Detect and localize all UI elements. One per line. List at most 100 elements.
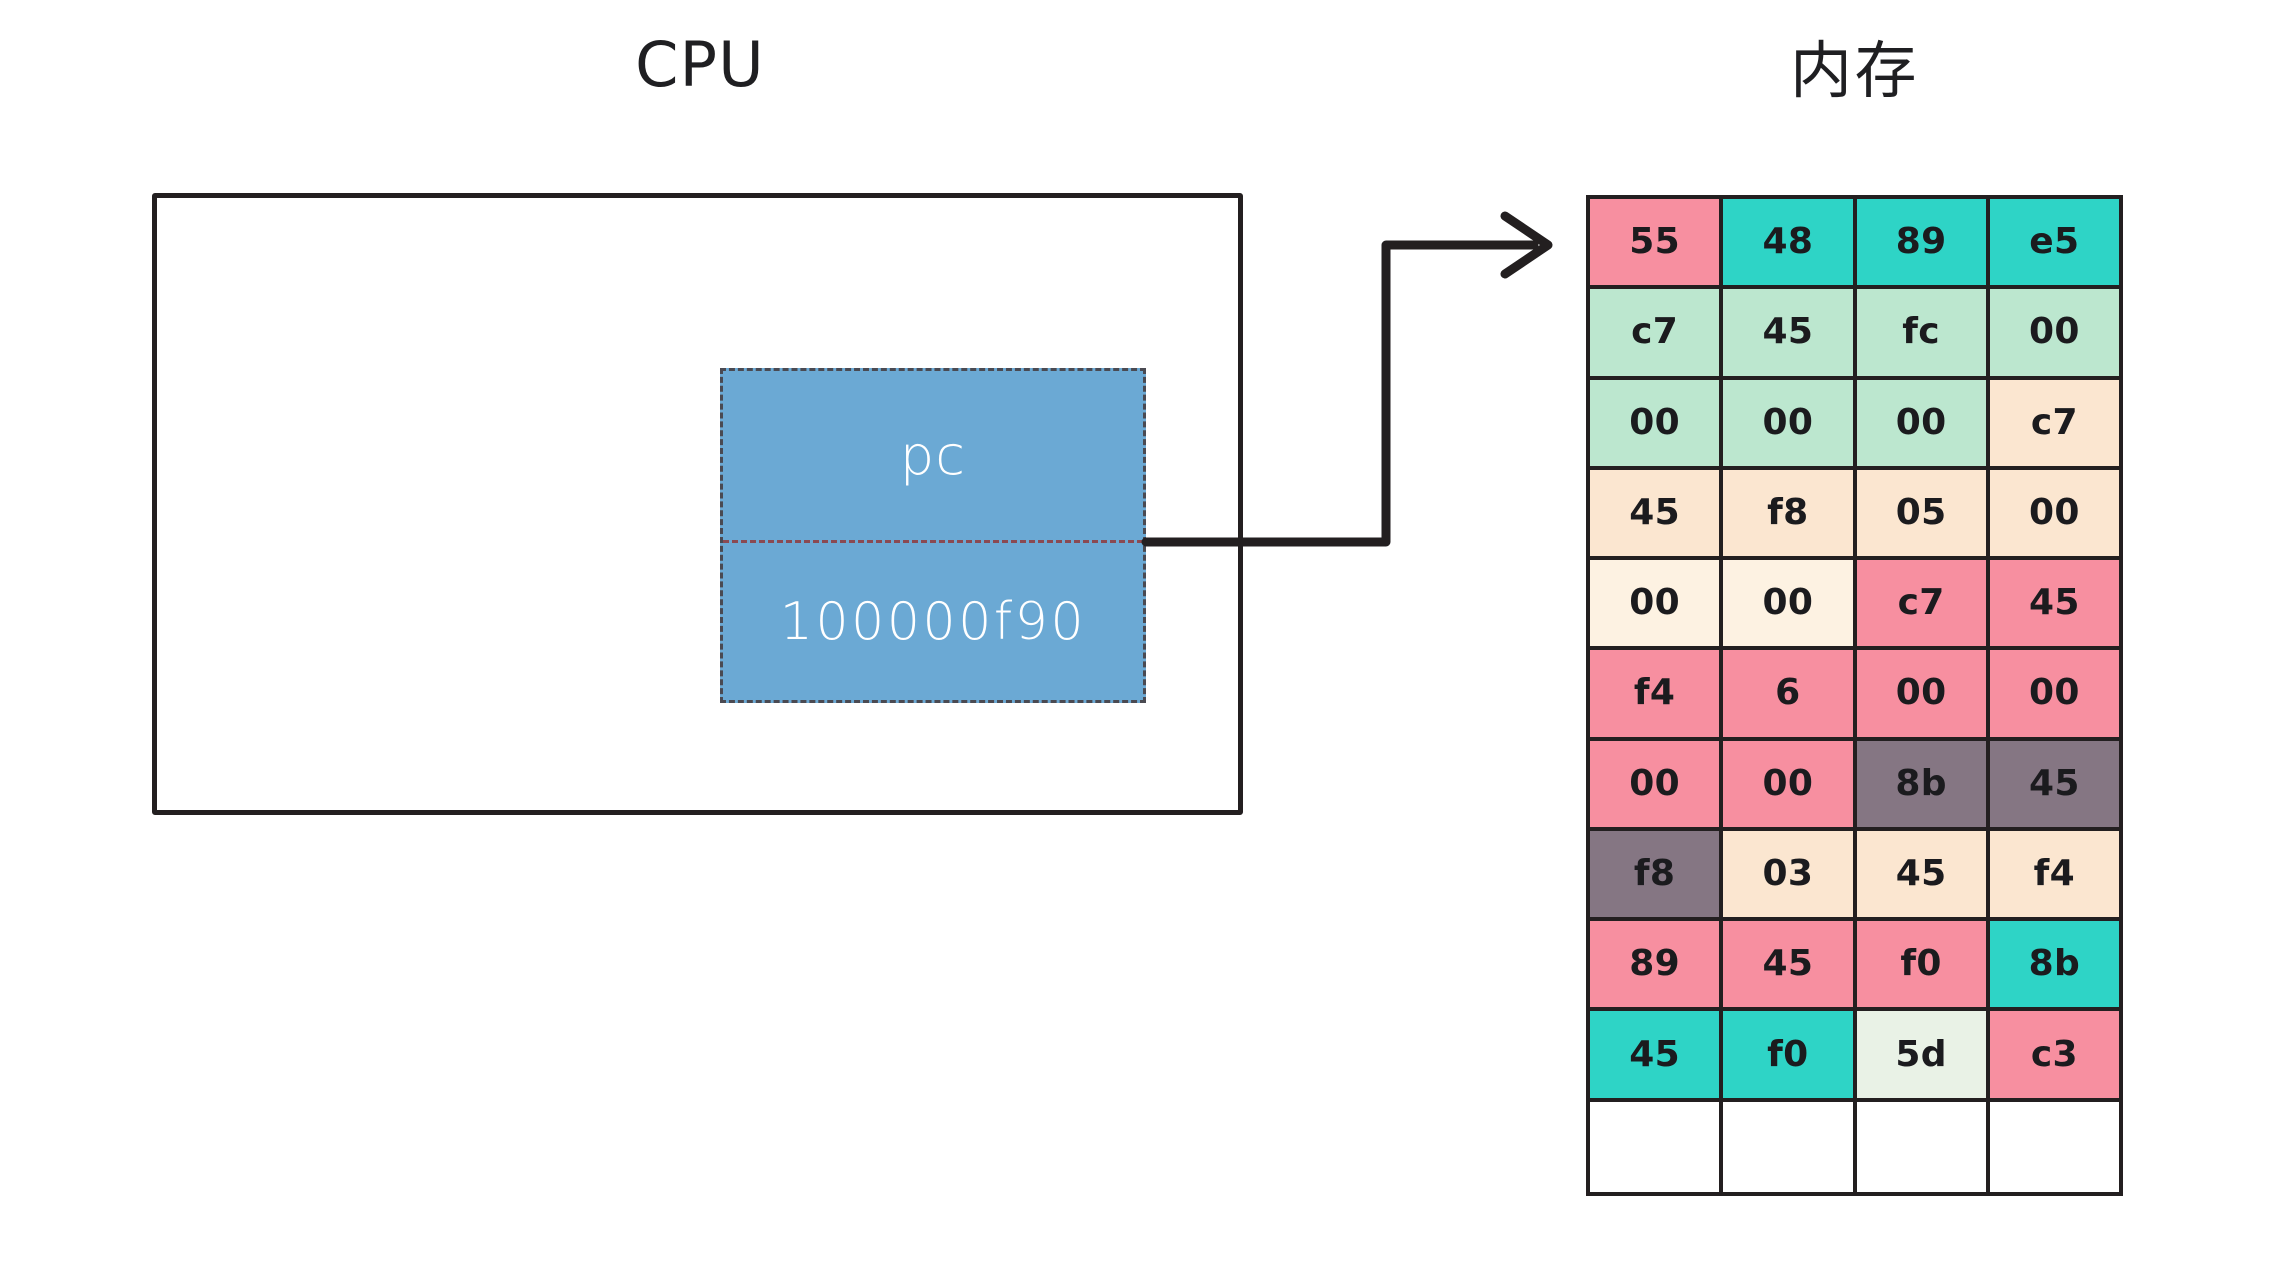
- memory-cell-value: 00: [2028, 491, 2080, 533]
- memory-cell[interactable]: 8b: [1856, 740, 1990, 831]
- memory-cell[interactable]: fc: [1856, 289, 1990, 380]
- memory-row: 45 f0 5d c3: [1590, 1011, 2119, 1102]
- memory-cell-value: e5: [2029, 221, 2080, 263]
- memory-row: 00 00 8b 45: [1590, 740, 2119, 831]
- memory-cell-value: c7: [1631, 311, 1679, 353]
- memory-title: 内存: [1790, 34, 1919, 107]
- memory-cell[interactable]: f8: [1590, 830, 1724, 922]
- memory-cell[interactable]: 8b: [1989, 921, 2119, 1012]
- memory-cell-value: c7: [1897, 582, 1945, 624]
- memory-cell-value: 00: [1762, 582, 1814, 624]
- memory-cell[interactable]: 03: [1723, 830, 1857, 922]
- memory-cell-value: 6: [1775, 672, 1801, 714]
- memory-cell-value: c3: [2030, 1033, 2078, 1075]
- memory-cell-value: f4: [1633, 672, 1676, 714]
- memory-cell-value: 00: [1629, 762, 1681, 804]
- pc-register-value-cell: 100000f90: [723, 543, 1143, 700]
- memory-cell-value: 00: [1762, 762, 1814, 804]
- memory-cell[interactable]: [1856, 1101, 1990, 1192]
- memory-cell-value: f4: [2033, 852, 2076, 894]
- pc-register-name-cell: pc: [723, 371, 1143, 543]
- memory-cell-value: 05: [1895, 491, 1947, 533]
- memory-cell[interactable]: 45: [1723, 289, 1857, 380]
- memory-cell-value: 03: [1762, 852, 1814, 894]
- memory-row: [1590, 1101, 2119, 1192]
- cpu-title: CPU: [635, 28, 765, 101]
- memory-cell[interactable]: [1723, 1101, 1857, 1192]
- memory-cell-value: 00: [2028, 672, 2080, 714]
- memory-cell-value: 45: [2028, 762, 2080, 804]
- memory-cell[interactable]: f0: [1723, 1011, 1857, 1102]
- memory-cell[interactable]: 05: [1856, 469, 1990, 561]
- memory-cell-value: 00: [1762, 401, 1814, 443]
- memory-row: 45 f8 05 00: [1590, 469, 2119, 561]
- memory-cell[interactable]: [1989, 1101, 2119, 1192]
- memory-cell[interactable]: f0: [1856, 921, 1990, 1012]
- memory-cell[interactable]: 45: [1989, 560, 2119, 651]
- memory-cell[interactable]: 00: [1989, 289, 2119, 380]
- memory-cell[interactable]: 45: [1856, 830, 1990, 922]
- memory-grid: 55 48 89 e5 c7 45 fc 00 00 00 00 c7 45 f8 05 00 00 00 c7 45…: [1586, 195, 2123, 1196]
- pc-register-value: 100000f90: [779, 591, 1087, 652]
- memory-cell-value: 8b: [1895, 762, 1947, 804]
- memory-cell-value: 00: [1895, 401, 1947, 443]
- memory-cell[interactable]: 00: [1723, 740, 1857, 831]
- memory-cell-value: 45: [1629, 491, 1681, 533]
- memory-cell[interactable]: c3: [1989, 1011, 2119, 1102]
- memory-cell-value: 45: [1762, 943, 1814, 985]
- memory-row: f8 03 45 f4: [1590, 830, 2119, 922]
- memory-cell[interactable]: c7: [1590, 289, 1724, 380]
- pc-register-box[interactable]: pc 100000f90: [720, 368, 1146, 703]
- memory-cell[interactable]: c7: [1856, 560, 1990, 651]
- memory-cell-value: 00: [1629, 401, 1681, 443]
- memory-cell[interactable]: f8: [1723, 469, 1857, 561]
- memory-cell-value: 45: [1629, 1033, 1681, 1075]
- memory-cell-value: f0: [1900, 943, 1942, 985]
- memory-row: c7 45 fc 00: [1590, 289, 2119, 380]
- memory-cell-value: 00: [2028, 311, 2080, 353]
- memory-cell[interactable]: 00: [1989, 650, 2119, 741]
- memory-cell[interactable]: 00: [1856, 379, 1990, 470]
- memory-cell-value: 45: [1762, 311, 1814, 353]
- memory-cell[interactable]: 5d: [1856, 1011, 1990, 1102]
- memory-cell[interactable]: 6: [1723, 650, 1857, 741]
- memory-cell-value: 55: [1629, 221, 1681, 263]
- memory-cell-value: 45: [1895, 852, 1947, 894]
- memory-row: 89 45 f0 8b: [1590, 921, 2119, 1012]
- memory-cell[interactable]: f4: [1590, 650, 1724, 741]
- memory-cell[interactable]: f4: [1989, 830, 2119, 922]
- memory-cell-value: fc: [1902, 311, 1940, 353]
- memory-cell[interactable]: c7: [1989, 379, 2119, 470]
- memory-cell-value: 00: [1629, 582, 1681, 624]
- memory-cell[interactable]: 45: [1723, 921, 1857, 1012]
- memory-cell-value: 89: [1629, 943, 1681, 985]
- memory-cell[interactable]: 89: [1856, 199, 1990, 290]
- memory-cell-value: 89: [1895, 221, 1947, 263]
- memory-cell-value: 00: [1895, 672, 1947, 714]
- memory-cell-value: 5d: [1895, 1033, 1947, 1075]
- memory-cell[interactable]: 00: [1590, 379, 1724, 470]
- memory-cell-value: c7: [2030, 401, 2078, 443]
- memory-cell-value: f8: [1767, 491, 1809, 533]
- memory-cell[interactable]: 48: [1723, 199, 1857, 290]
- memory-row: 00 00 00 c7: [1590, 379, 2119, 470]
- pc-register-name: pc: [899, 424, 967, 487]
- memory-cell[interactable]: 00: [1989, 469, 2119, 561]
- memory-cell[interactable]: [1590, 1101, 1724, 1192]
- memory-cell-value: f0: [1767, 1033, 1809, 1075]
- memory-cell[interactable]: e5: [1989, 199, 2119, 290]
- memory-row: 00 00 c7 45: [1590, 560, 2119, 651]
- memory-cell[interactable]: 45: [1989, 740, 2119, 831]
- memory-row: 55 48 89 e5: [1590, 199, 2119, 290]
- memory-cell[interactable]: 45: [1590, 1011, 1724, 1102]
- memory-cell[interactable]: 00: [1723, 379, 1857, 470]
- memory-cell[interactable]: 45: [1590, 469, 1724, 561]
- memory-cell[interactable]: 00: [1723, 560, 1857, 651]
- memory-cell-value: 8b: [2028, 943, 2081, 985]
- memory-cell[interactable]: 89: [1590, 921, 1724, 1012]
- memory-cell[interactable]: 00: [1856, 650, 1990, 741]
- memory-cell[interactable]: 00: [1590, 740, 1724, 831]
- memory-cell[interactable]: 00: [1590, 560, 1724, 651]
- memory-cell[interactable]: 55: [1590, 199, 1724, 290]
